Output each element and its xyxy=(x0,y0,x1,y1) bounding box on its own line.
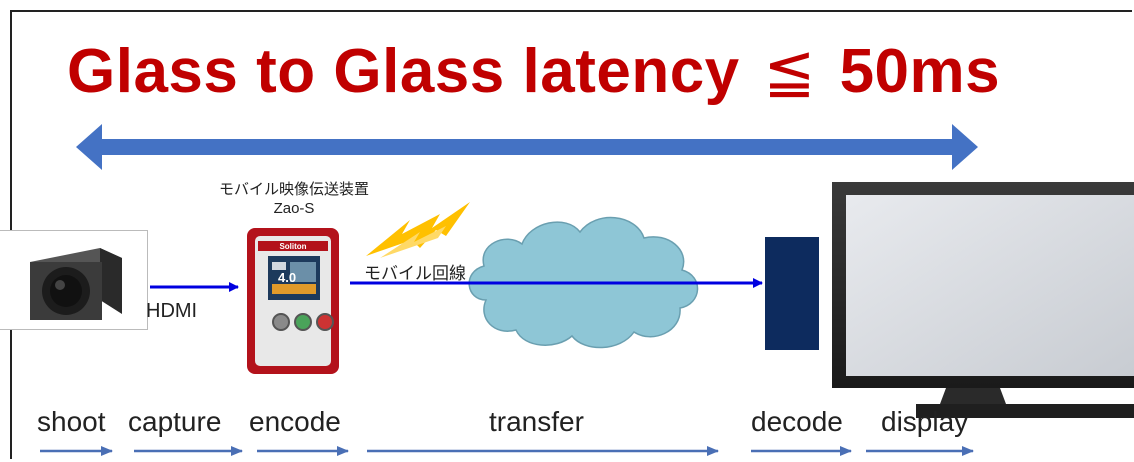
device-model-label: Zao-S xyxy=(273,200,315,217)
slide-title: Glass to Glass latency ≦ 50ms xyxy=(67,34,1067,107)
decoder-box xyxy=(765,237,819,350)
stage-label-transfer: transfer xyxy=(489,406,584,437)
stage-label-decode: decode xyxy=(751,406,843,437)
mobile-line-label: モバイル回線 xyxy=(364,264,466,283)
wireless-lightning-icon xyxy=(366,202,470,258)
device-brand-label: Soliton xyxy=(279,242,306,251)
display-monitor-icon xyxy=(832,182,1134,418)
title-suffix: 50ms xyxy=(839,37,1001,106)
title-symbol: ≦ xyxy=(763,34,816,107)
camera-icon xyxy=(30,248,122,320)
hdmi-label: HDMI xyxy=(146,300,198,322)
stage-label-display: display xyxy=(881,406,969,437)
stage-label-shoot: shoot xyxy=(37,406,106,437)
device-category-label: モバイル映像伝送装置 xyxy=(218,181,369,198)
stage-label-encode: encode xyxy=(249,406,341,437)
latency-span-arrow xyxy=(76,124,978,170)
device-screen-value: 4.0 xyxy=(278,270,296,285)
stage-label-capture: capture xyxy=(128,406,222,437)
title-prefix: Glass to Glass latency xyxy=(67,37,740,106)
zao-s-device-icon xyxy=(247,228,339,374)
